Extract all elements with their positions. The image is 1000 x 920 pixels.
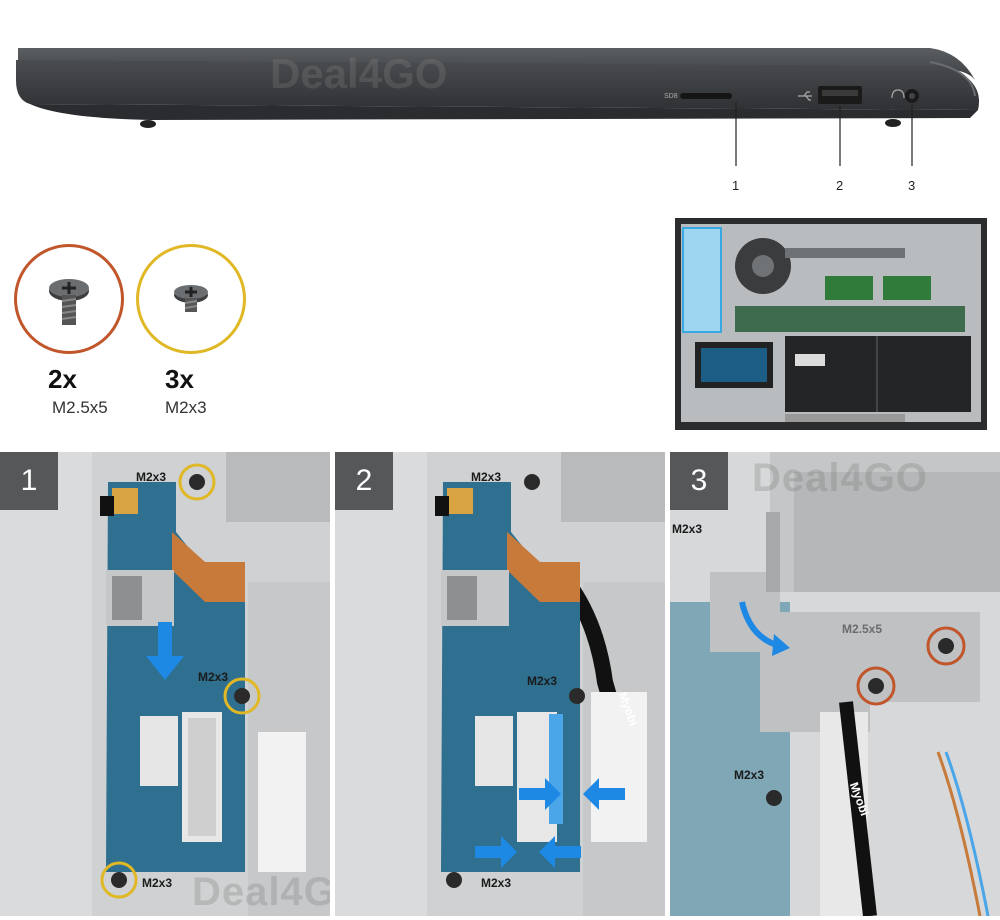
screw-size-m25x5: M2.5x5 (52, 398, 108, 417)
screw-size-m2x3: M2x3 (165, 398, 207, 417)
screw-label: M2x3 (198, 670, 229, 684)
step-number-1: 1 (0, 452, 58, 510)
step-number-2: 2 (335, 452, 393, 510)
screw-ring-m25x5 (14, 244, 124, 354)
sd-card-icon: SD8 (664, 93, 678, 100)
screw-label: M2x3 (672, 522, 703, 536)
headset-icon (891, 89, 905, 99)
screw-ring-m2x3 (136, 244, 246, 354)
sd-card-slot (680, 93, 732, 99)
callout-number-3: 3 (908, 178, 916, 193)
screw-label: M2.5x5 (842, 622, 883, 636)
screw-label: M2x3 (136, 470, 167, 484)
screw-label: M2x3 (471, 470, 502, 484)
screw-legend: 2x M2.5x5 3x M2x3 (0, 230, 260, 430)
screw-label: M2x3 (734, 768, 765, 782)
laptop-side-illustration: SD8 Deal4GO (16, 48, 980, 166)
step-panel-3: 3 Deal4GO M2.5x5 M2x3 M2x3 Myobi (670, 452, 1000, 916)
step-2-illustration (335, 452, 665, 916)
screw-label: M2x3 (142, 876, 173, 890)
step-number-3: 3 (670, 452, 728, 510)
screw-m2x3-icon (174, 285, 208, 312)
interior-overview-illustration (675, 218, 987, 430)
screw-label: M2x3 (527, 674, 558, 688)
step-1-illustration (0, 452, 330, 916)
screw-qty-m2x3: 3x (165, 364, 194, 394)
screw-m25x5-icon (49, 279, 89, 325)
watermark-text: Deal4GO (270, 50, 447, 97)
step-3-illustration (670, 452, 1000, 916)
screw-qty-m25x5: 2x (48, 364, 77, 394)
callout-number-2: 2 (836, 178, 844, 193)
callout-number-1: 1 (732, 178, 740, 193)
usb-icon (798, 91, 812, 101)
laptop-side-view: SD8 Deal4GO 1 2 3 (0, 0, 1000, 200)
step-panel-2: 2 M2x3 M2x3 M2x3 Myobi (335, 452, 665, 916)
screw-label: M2x3 (481, 876, 512, 890)
laptop-interior-overview (675, 218, 987, 430)
step-panel-1: 1 M2x3 M2x3 M2x3 Deal4GO (0, 452, 330, 916)
